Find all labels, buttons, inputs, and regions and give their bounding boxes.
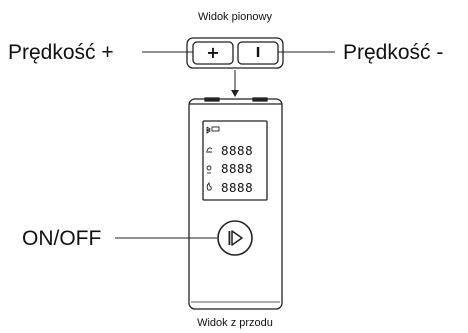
top-view — [186, 37, 284, 69]
speed-minus-label: Prędkość - — [343, 41, 444, 64]
lcd-icons — [206, 126, 220, 191]
speed-minus-button[interactable]: I — [238, 42, 278, 64]
play-bar-icon — [228, 231, 231, 245]
speed-plus-button[interactable]: + — [193, 42, 233, 64]
top-slot — [204, 97, 220, 102]
front-view-caption: Widok z przodu — [197, 317, 273, 329]
top-slot — [252, 97, 268, 102]
top-view-caption: Widok pionowy — [198, 11, 272, 23]
power-button — [217, 220, 253, 256]
lcd-row-2-digits: 8888 — [221, 161, 254, 176]
plus-symbol: + — [206, 43, 220, 62]
speed-minus-button-outline — [237, 41, 279, 65]
lcd-screen — [202, 120, 268, 201]
down-arrow-icon — [231, 70, 239, 97]
on-off-button[interactable] — [218, 221, 252, 255]
front-view — [188, 97, 283, 310]
speed-plus-label: Prędkość + — [8, 41, 114, 64]
leader-lines — [115, 51, 335, 239]
minus-symbol: I — [255, 45, 261, 61]
bluetooth-icon — [206, 126, 211, 134]
device-body — [188, 98, 283, 310]
play-triangle-icon — [231, 230, 243, 246]
on-off-label: ON/OFF — [22, 227, 102, 250]
speed-plus-button-outline — [192, 41, 234, 65]
lcd-row-3-digits: 8888 — [221, 180, 254, 195]
flame-icon — [206, 181, 212, 191]
top-view-outline — [186, 37, 284, 69]
person-icon — [206, 165, 212, 171]
battery-icon — [211, 126, 220, 132]
lcd-row-1-digits: 8888 — [221, 143, 254, 158]
speed-icon — [206, 147, 213, 153]
